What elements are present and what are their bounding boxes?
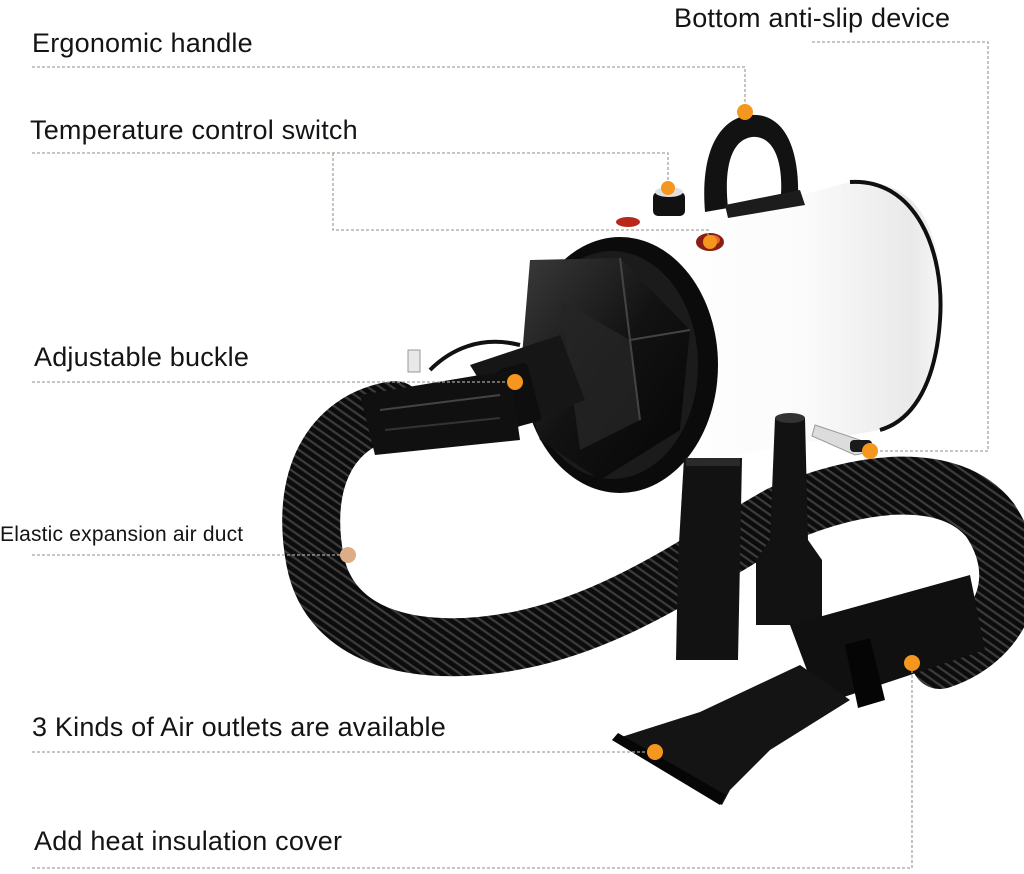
- air-duct-hose: [282, 381, 1024, 689]
- label-elastic-expansion-air-duct: Elastic expansion air duct: [0, 523, 244, 546]
- dot-ergonomic-handle: [737, 104, 753, 120]
- leader-line-temperature-knob: [32, 152, 669, 182]
- nozzle-flat: [676, 458, 742, 660]
- dot-temperature-switch: [703, 235, 717, 249]
- dryer-body: [360, 114, 943, 493]
- leader-line-ergonomic-handle: [32, 66, 746, 106]
- nozzle-round: [756, 413, 822, 625]
- dot-duct: [340, 547, 356, 563]
- dot-outlets: [647, 744, 663, 760]
- label-ergonomic-handle: Ergonomic handle: [32, 28, 253, 58]
- label-air-outlets: 3 Kinds of Air outlets are available: [32, 712, 446, 742]
- dot-temperature-knob: [661, 181, 675, 195]
- label-heat-insulation-cover: Add heat insulation cover: [34, 826, 343, 856]
- leader-lines: [32, 41, 989, 869]
- leader-line-temperature-switch: [332, 153, 709, 238]
- label-adjustable-buckle: Adjustable buckle: [34, 342, 250, 372]
- callout-dots: [340, 104, 920, 760]
- label-bottom-anti-slip-device: Bottom anti-slip device: [674, 3, 951, 33]
- leader-line-anti-slip: [812, 41, 989, 452]
- dot-anti-slip: [862, 443, 878, 459]
- attached-nozzle: [612, 575, 985, 805]
- dot-buckle: [507, 374, 523, 390]
- label-temperature-control-switch: Temperature control switch: [30, 115, 358, 145]
- dot-heat-cover: [904, 655, 920, 671]
- leader-line-heat-cover: [32, 670, 913, 869]
